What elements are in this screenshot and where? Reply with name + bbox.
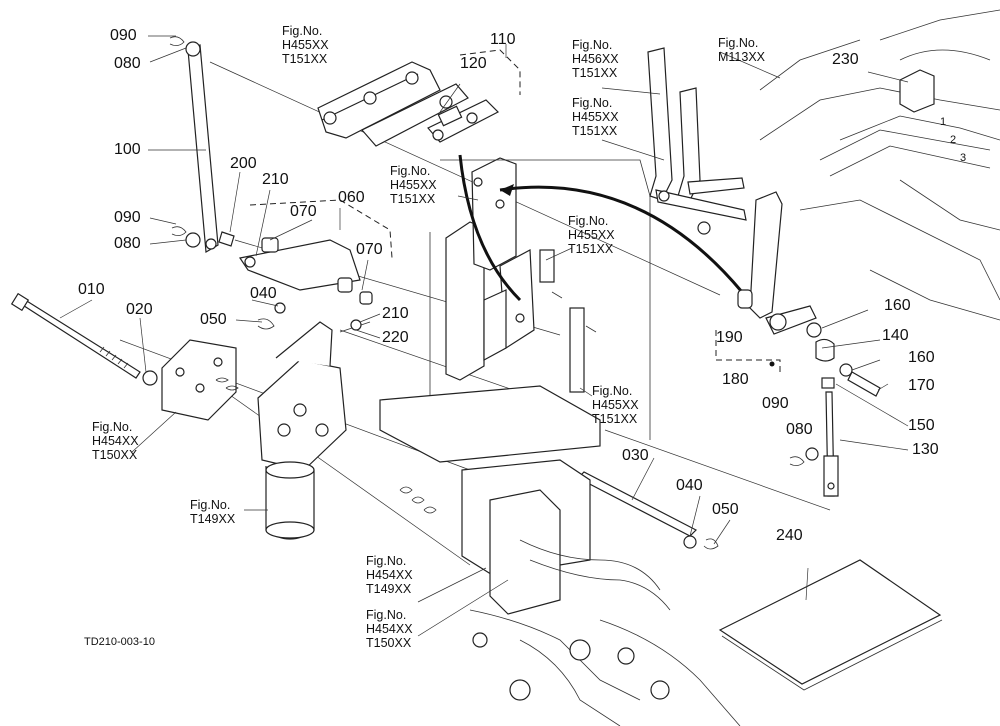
callout-080: 080 [114,235,141,252]
small-pins [257,302,371,333]
callout-160: 160 [908,349,935,366]
callout-050: 050 [200,311,227,328]
callout-060: 060 [338,189,365,206]
callout-040: 040 [250,285,277,302]
callout-090: 090 [762,395,789,412]
callout-090: 090 [114,209,141,226]
callout-170: 170 [908,377,935,394]
callout-050: 050 [712,501,739,518]
valve-plate [161,339,237,421]
callout-070: 070 [290,203,317,220]
callout-240: 240 [776,527,803,544]
curved-rod [458,154,744,302]
ball-joint-set [806,322,881,397]
callout-220: 220 [382,329,409,346]
callout-210: 210 [382,305,409,322]
callout-150: 150 [908,417,935,434]
callout-120: 120 [460,55,487,72]
rod-130 [789,391,839,497]
callout-030: 030 [622,447,649,464]
manual-240 [718,559,943,691]
center-group-box [429,159,651,440]
center-bracket [445,157,597,393]
fig-ref-m113: Fig.No.M113XX [718,36,766,64]
callout-020: 020 [126,301,153,318]
callout-190: 190 [716,329,743,346]
callout-140: 140 [882,327,909,344]
callout-110: 110 [490,31,516,48]
callout-130: 130 [912,441,939,458]
link-rod-100 [187,43,219,253]
callout-230: 230 [832,51,859,68]
bolt-010 [10,292,158,386]
callout-090: 090 [110,27,137,44]
callout-040: 040 [676,477,703,494]
leader-lines [59,35,909,637]
hydraulic-levers [647,47,747,235]
callout-080: 080 [114,55,141,72]
hydraulic-block [379,385,741,726]
upper-linkage [317,61,469,147]
bracket-110 [427,49,521,143]
gear-mark-1: 1 [940,116,947,128]
fig-ref-t149: Fig.No.T149XX [190,498,236,526]
callout-180: 180 [722,371,749,388]
callout-210: 210 [262,171,289,188]
callout-100: 100 [114,141,141,158]
lever-180 [715,191,817,372]
drawing-code: TD210-003-10 [84,636,155,648]
callout-010: 010 [78,281,105,298]
callout-200: 200 [230,155,257,172]
callout-160: 160 [884,297,911,314]
callout-070: 070 [356,241,383,258]
control-valve [215,321,347,540]
arm-assembly-060 [218,199,393,305]
tractor-body [759,9,1000,321]
callout-080: 080 [786,421,813,438]
gear-mark-3: 3 [960,152,967,164]
gear-mark-2: 2 [950,134,957,146]
pins-top-left [169,36,201,248]
